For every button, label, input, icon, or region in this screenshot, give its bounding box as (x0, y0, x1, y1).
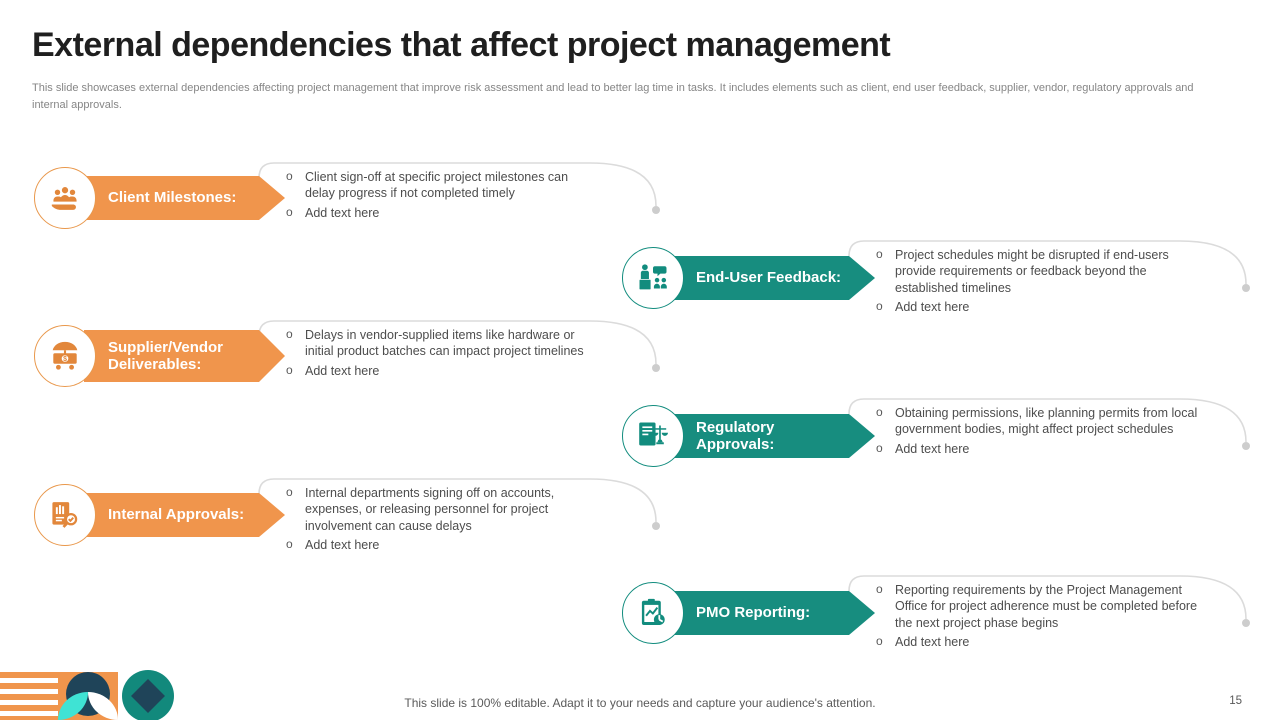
bullet-text: Add text here (895, 299, 970, 314)
bullet-text: Project schedules might be disrupted if … (895, 248, 1169, 295)
bullet-item: o Internal departments signing off on ac… (286, 485, 598, 534)
bullet-text: Internal departments signing off on acco… (305, 486, 555, 533)
regulatory-approvals-panel: o Obtaining permissions, like planning p… (848, 396, 1252, 476)
client-milestones-banner: Client Milestones: (84, 176, 285, 220)
bullet-marker: o (876, 405, 883, 419)
user-feedback-icon (622, 247, 684, 309)
bullet-text: Add text here (895, 441, 970, 456)
document-scales-icon (622, 405, 684, 467)
bullet-item: o Add text here (286, 363, 598, 379)
bullet-item: o Obtaining permissions, like planning p… (876, 405, 1204, 438)
banner-label: PMO Reporting: (696, 604, 811, 622)
bullet-item: o Add text here (286, 537, 598, 553)
bullet-marker: o (286, 327, 293, 341)
flower-decoration (58, 672, 118, 720)
bullet-marker: o (286, 485, 293, 499)
callout-curve (258, 478, 660, 530)
callout-curve (258, 320, 660, 372)
vendor-cart-icon: $ (34, 325, 96, 387)
bullet-text: Add text here (305, 205, 380, 220)
banner-label: Supplier/Vendor Deliverables: (108, 338, 224, 373)
bullet-marker: o (286, 204, 293, 219)
bullet-text: Delays in vendor-supplied items like har… (305, 328, 584, 359)
banner-label: Regulatory Approvals: (696, 418, 775, 453)
callout-curve (848, 575, 1250, 627)
banner-label: End-User Feedback: (696, 269, 842, 287)
slide-description: This slide showcases external dependenci… (32, 82, 1194, 111)
bullet-marker: o (876, 633, 883, 648)
bullet-text: Obtaining permissions, like planning per… (895, 406, 1198, 437)
bullet-text: Add text here (305, 363, 380, 378)
bullet-marker: o (876, 298, 883, 313)
stripes-decoration (0, 672, 58, 720)
bullet-item: o Reporting requirements by the Project … (876, 582, 1204, 631)
pmo-reporting-panel: o Reporting requirements by the Project … (848, 573, 1252, 653)
bullet-item: o Add text here (876, 634, 1204, 650)
bullet-item: o Project schedules might be disrupted i… (876, 247, 1204, 296)
end-user-feedback-panel: o Project schedules might be disrupted i… (848, 238, 1252, 318)
bullet-marker: o (876, 440, 883, 455)
footer-note: This slide is 100% editable. Adapt it to… (404, 696, 876, 710)
bullet-item: o Add text here (876, 441, 1204, 457)
bullet-item: o Add text here (286, 205, 598, 221)
bullet-marker: o (286, 536, 293, 551)
bullet-marker: o (876, 247, 883, 261)
internal-approvals-banner: Internal Approvals: (84, 493, 285, 537)
bullet-text: Client sign-off at specific project mile… (305, 170, 569, 201)
supplier-vendor-banner: Supplier/Vendor Deliverables: (84, 330, 285, 382)
supplier-vendor-panel: o Delays in vendor-supplied items like h… (258, 318, 662, 398)
svg-text:$: $ (63, 356, 67, 363)
bullet-text: Reporting requirements by the Project Ma… (895, 583, 1198, 630)
end-user-feedback-banner: End-User Feedback: (672, 256, 875, 300)
ledger-magnifier-icon (34, 484, 96, 546)
bullet-text: Add text here (305, 537, 380, 552)
client-milestones-panel: o Client sign-off at specific project mi… (258, 160, 662, 240)
clipboard-chart-icon (622, 582, 684, 644)
bullet-marker: o (286, 362, 293, 377)
callout-curve (848, 240, 1250, 292)
diamond-circle-decoration (122, 670, 174, 720)
regulatory-approvals-banner: Regulatory Approvals: (672, 414, 875, 458)
bullet-item: o Delays in vendor-supplied items like h… (286, 327, 598, 360)
callout-curve (258, 162, 660, 214)
bullet-marker: o (286, 169, 293, 183)
bullet-text: Add text here (895, 634, 970, 649)
internal-approvals-panel: o Internal departments signing off on ac… (258, 476, 662, 556)
banner-label: Client Milestones: (108, 189, 237, 207)
bullet-item: o Add text here (876, 299, 1204, 315)
banner-label: Internal Approvals: (108, 506, 245, 524)
bullet-marker: o (876, 582, 883, 596)
bullet-item: o Client sign-off at specific project mi… (286, 169, 598, 202)
page-title: External dependencies that affect projec… (32, 26, 891, 64)
callout-curve (848, 398, 1250, 450)
page-number: 15 (1229, 695, 1242, 707)
pmo-reporting-banner: PMO Reporting: (672, 591, 875, 635)
client-group-icon (34, 167, 96, 229)
